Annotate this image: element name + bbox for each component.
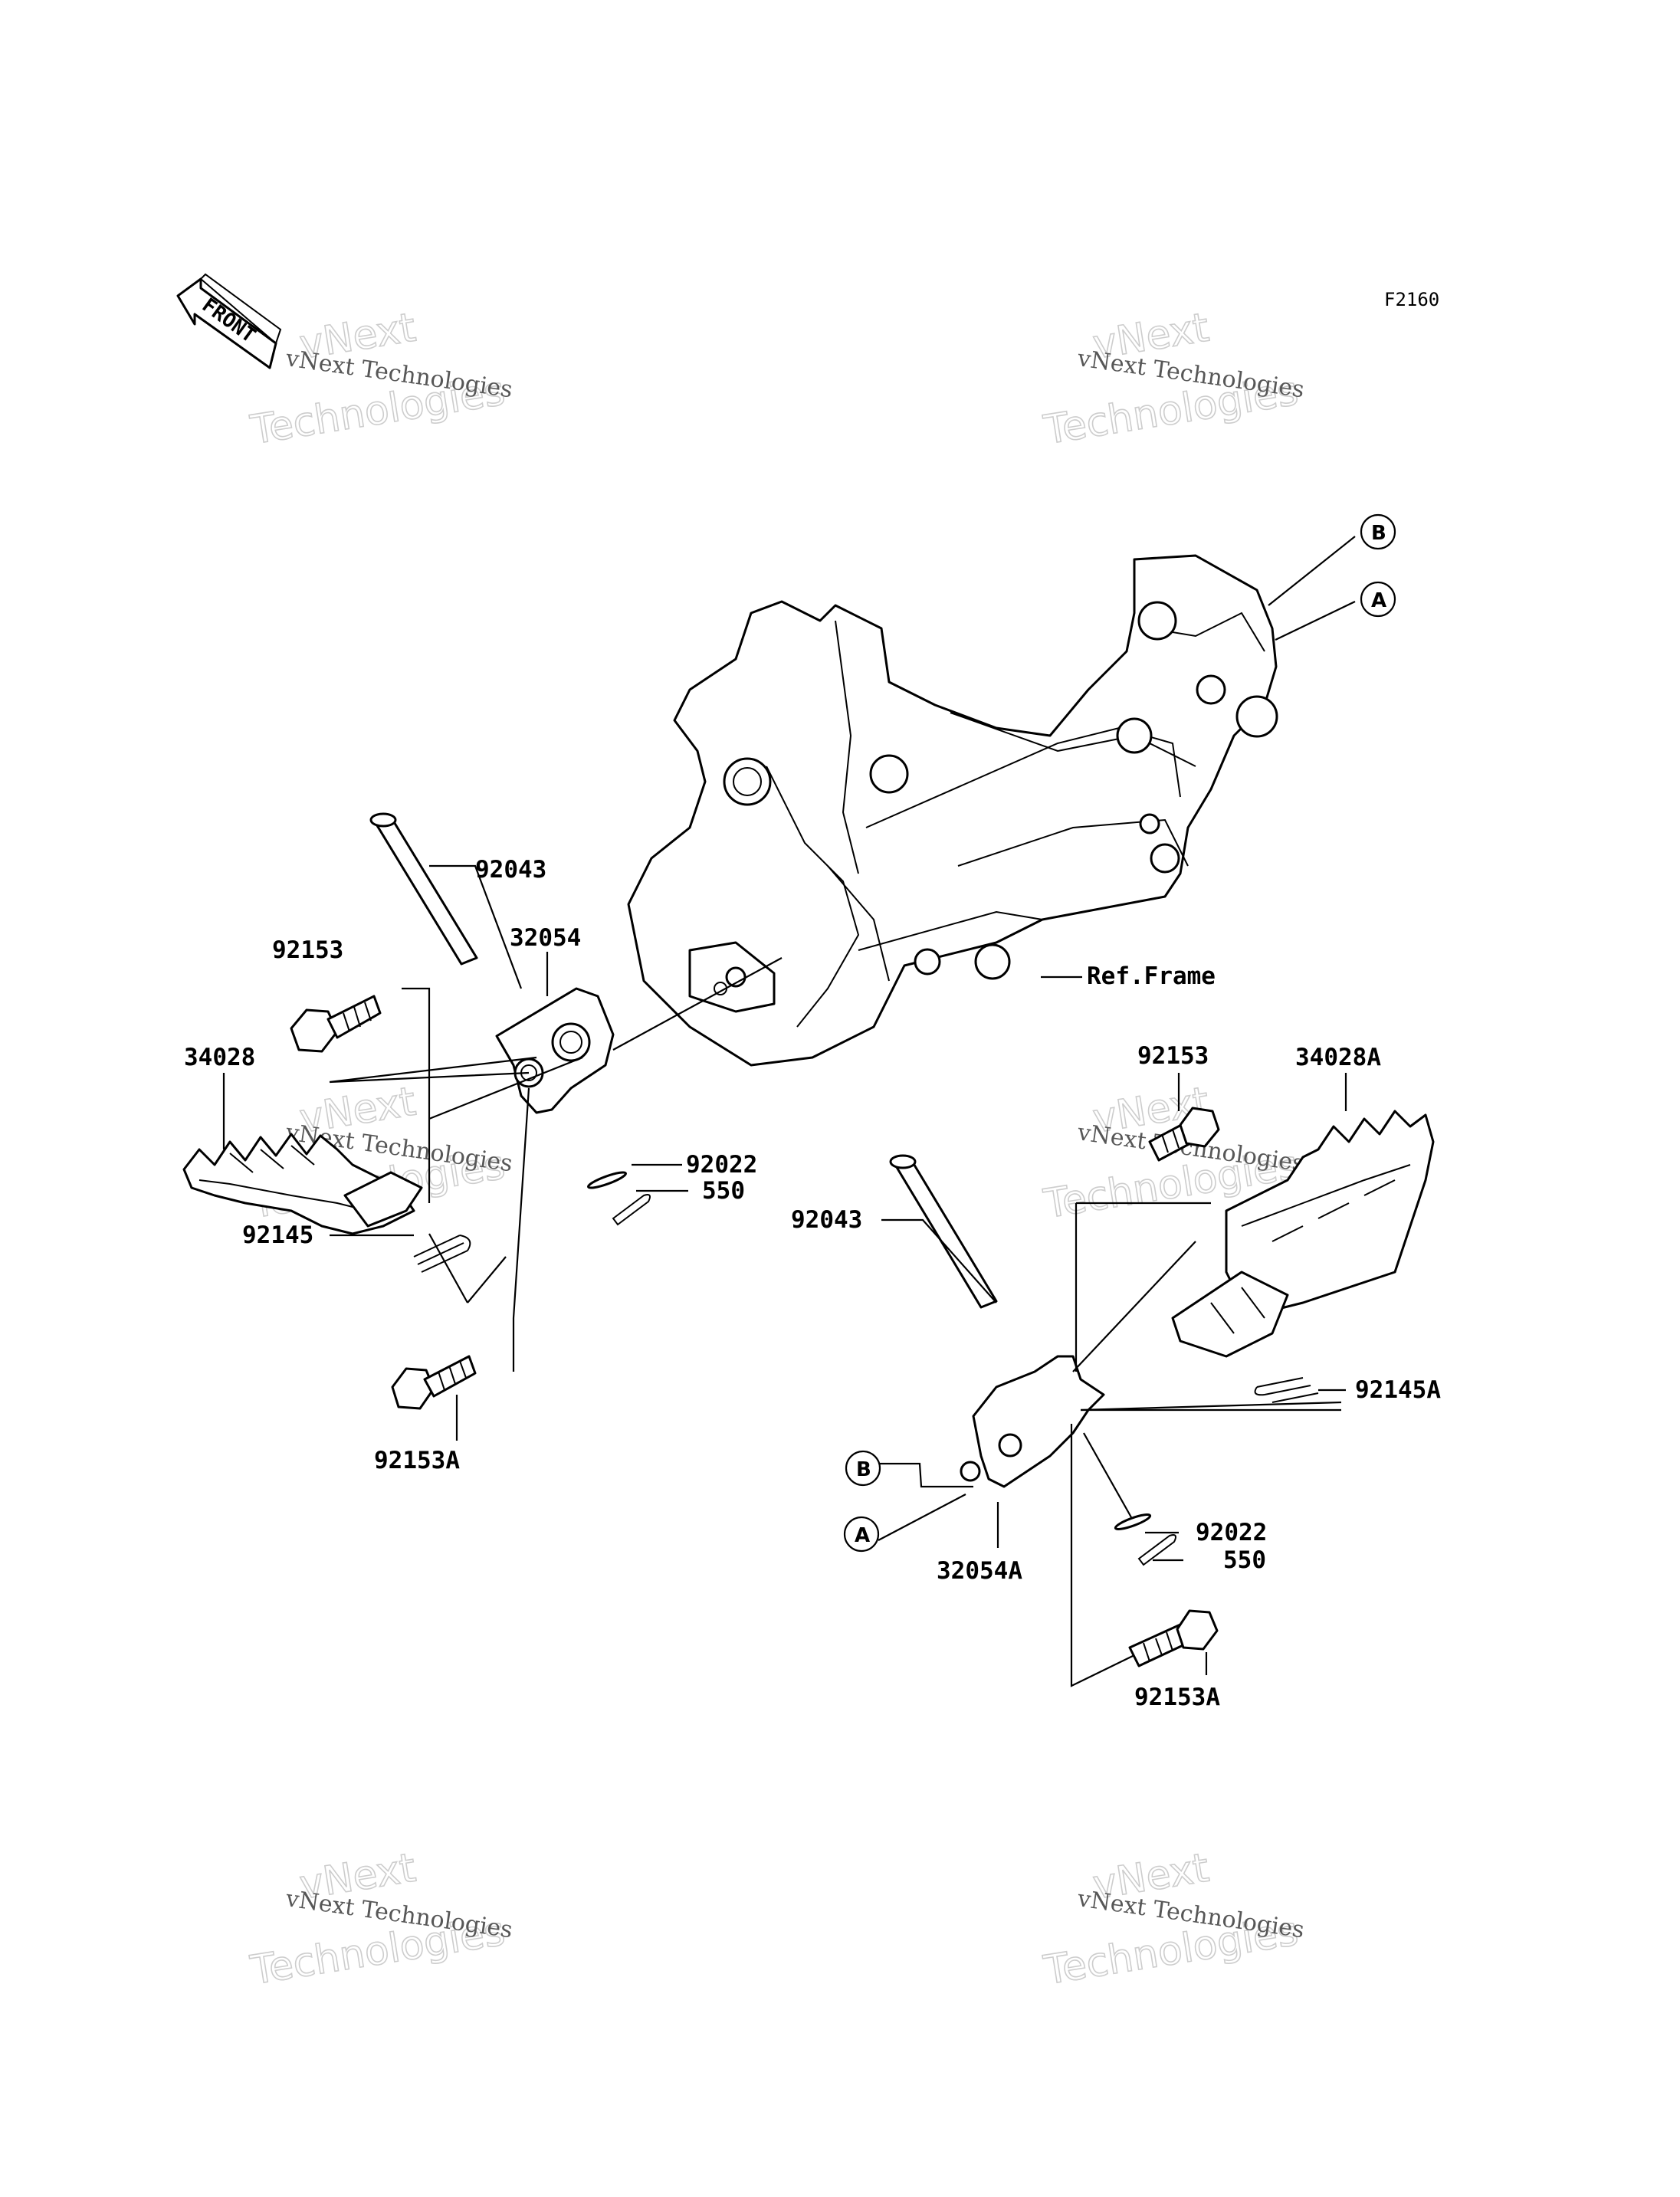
callout-left-pin: 92043 [475,856,546,884]
right-footpeg [1171,1110,1435,1358]
frame-illustration [627,554,1278,1067]
svg-text:A: A [855,1524,870,1547]
right-lower-bolt [1128,1609,1219,1667]
left-footpeg [182,1133,423,1235]
callout-right-spring: 92145A [1355,1376,1441,1404]
right-cotter [1137,1534,1176,1566]
callout-left-bolt: 92153 [272,936,343,964]
right-bolt [1148,1107,1220,1162]
leader-lines [222,536,1356,1687]
callout-left-lower-bolt: 92153A [374,1447,460,1474]
callout-left-footpeg: 34028 [184,1044,255,1071]
left-cotter [612,1194,651,1226]
front-arrow-icon: FRONT [176,273,282,369]
callout-right-bracket: 32054A [937,1557,1022,1585]
tag-a-top: A [1360,581,1396,618]
callout-right-cotter: 550 [1223,1546,1266,1574]
tag-b-top: B [1360,513,1396,550]
callout-frame: Ref.Frame [1087,962,1216,990]
tag-a-lower: A [843,1516,880,1553]
callout-left-washer: 92022 [686,1151,757,1179]
svg-text:B: B [1371,522,1386,545]
callout-left-cotter: 550 [702,1177,745,1205]
watermark: vNext Technologies vNext Technologies vN… [247,304,1306,1995]
right-footpeg-assembly [889,1107,1435,1667]
callout-right-bolt: 92153 [1137,1042,1209,1070]
left-pin [369,812,478,966]
left-washer [587,1171,627,1189]
tag-b-lower: B [845,1450,881,1487]
svg-text:B: B [856,1458,871,1481]
callout-right-washer: 92022 [1196,1519,1267,1546]
left-spring [413,1235,471,1273]
right-washer [1114,1513,1152,1530]
figure-code: F2160 [1384,289,1439,310]
left-lower-bolt [391,1355,477,1410]
callout-left-bracket: 32054 [510,924,581,952]
right-bracket [960,1355,1105,1488]
callout-right-lower-bolt: 92153A [1134,1684,1220,1711]
callout-left-spring: 92145 [242,1221,313,1249]
callout-right-pin: 92043 [791,1206,862,1234]
right-spring [1254,1377,1319,1403]
svg-text:A: A [1371,589,1386,612]
left-footpeg-assembly [182,812,651,1410]
left-bracket [495,987,615,1114]
callout-right-footpeg: 34028A [1295,1044,1381,1071]
left-bolt [290,995,382,1053]
right-pin [889,1154,998,1309]
